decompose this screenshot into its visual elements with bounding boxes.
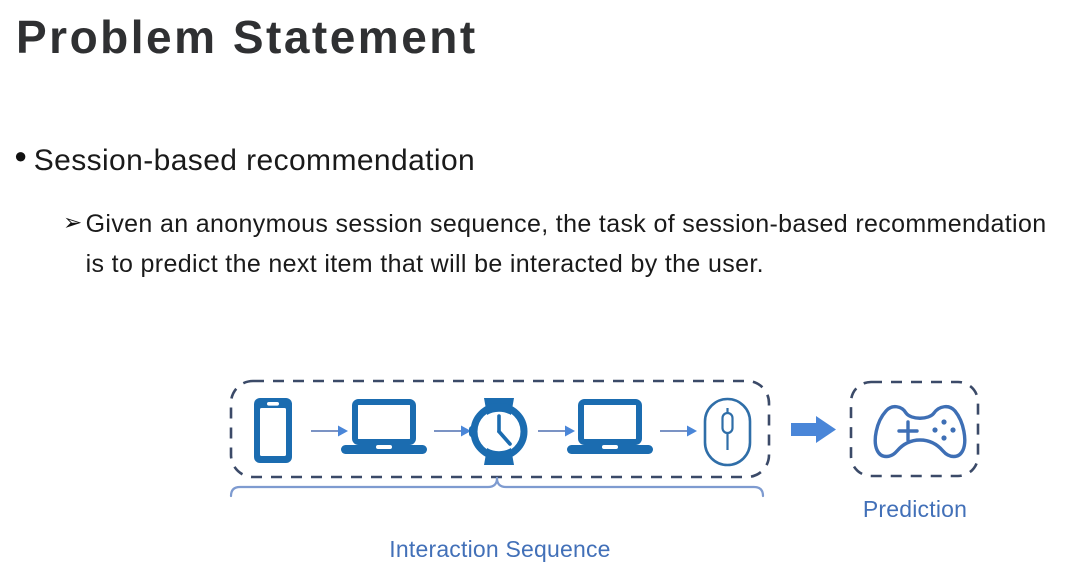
wristwatch-icon	[469, 398, 528, 465]
bullet-level1-label: Session-based recommendation	[33, 144, 476, 177]
prediction-label: Prediction	[862, 496, 968, 522]
diagram-canvas	[229, 379, 980, 498]
thin-arrow-icon	[434, 425, 471, 437]
thin-arrow-icon	[538, 425, 575, 437]
bullet-arrow-icon: ➢	[63, 209, 83, 235]
computer-mouse-icon	[703, 397, 752, 467]
sequence-dashed-container	[229, 379, 771, 479]
bullet-item-level2: ➢ Given an anonymous session sequence, t…	[63, 204, 1048, 284]
sequence-brace	[229, 476, 765, 498]
smartphone-icon	[254, 398, 292, 463]
thin-arrow-icon	[660, 425, 697, 437]
gamepad-icon	[873, 405, 967, 459]
laptop-icon	[341, 399, 427, 454]
prediction-dashed-container	[849, 380, 980, 478]
block-arrow-icon	[791, 416, 836, 443]
thin-arrow-icon	[311, 425, 348, 437]
page-title: Problem Statement	[16, 11, 478, 63]
interaction-sequence-diagram: Interaction Sequence Prediction	[0, 360, 1073, 584]
bullet-dot-icon: ●	[14, 143, 28, 168]
laptop-icon	[567, 399, 653, 454]
bullet-level2-label: Given an anonymous session sequence, the…	[85, 210, 1047, 278]
bullet-item-level1: ● Session-based recommendation	[14, 141, 475, 182]
interaction-sequence-label: Interaction Sequence	[389, 536, 611, 562]
